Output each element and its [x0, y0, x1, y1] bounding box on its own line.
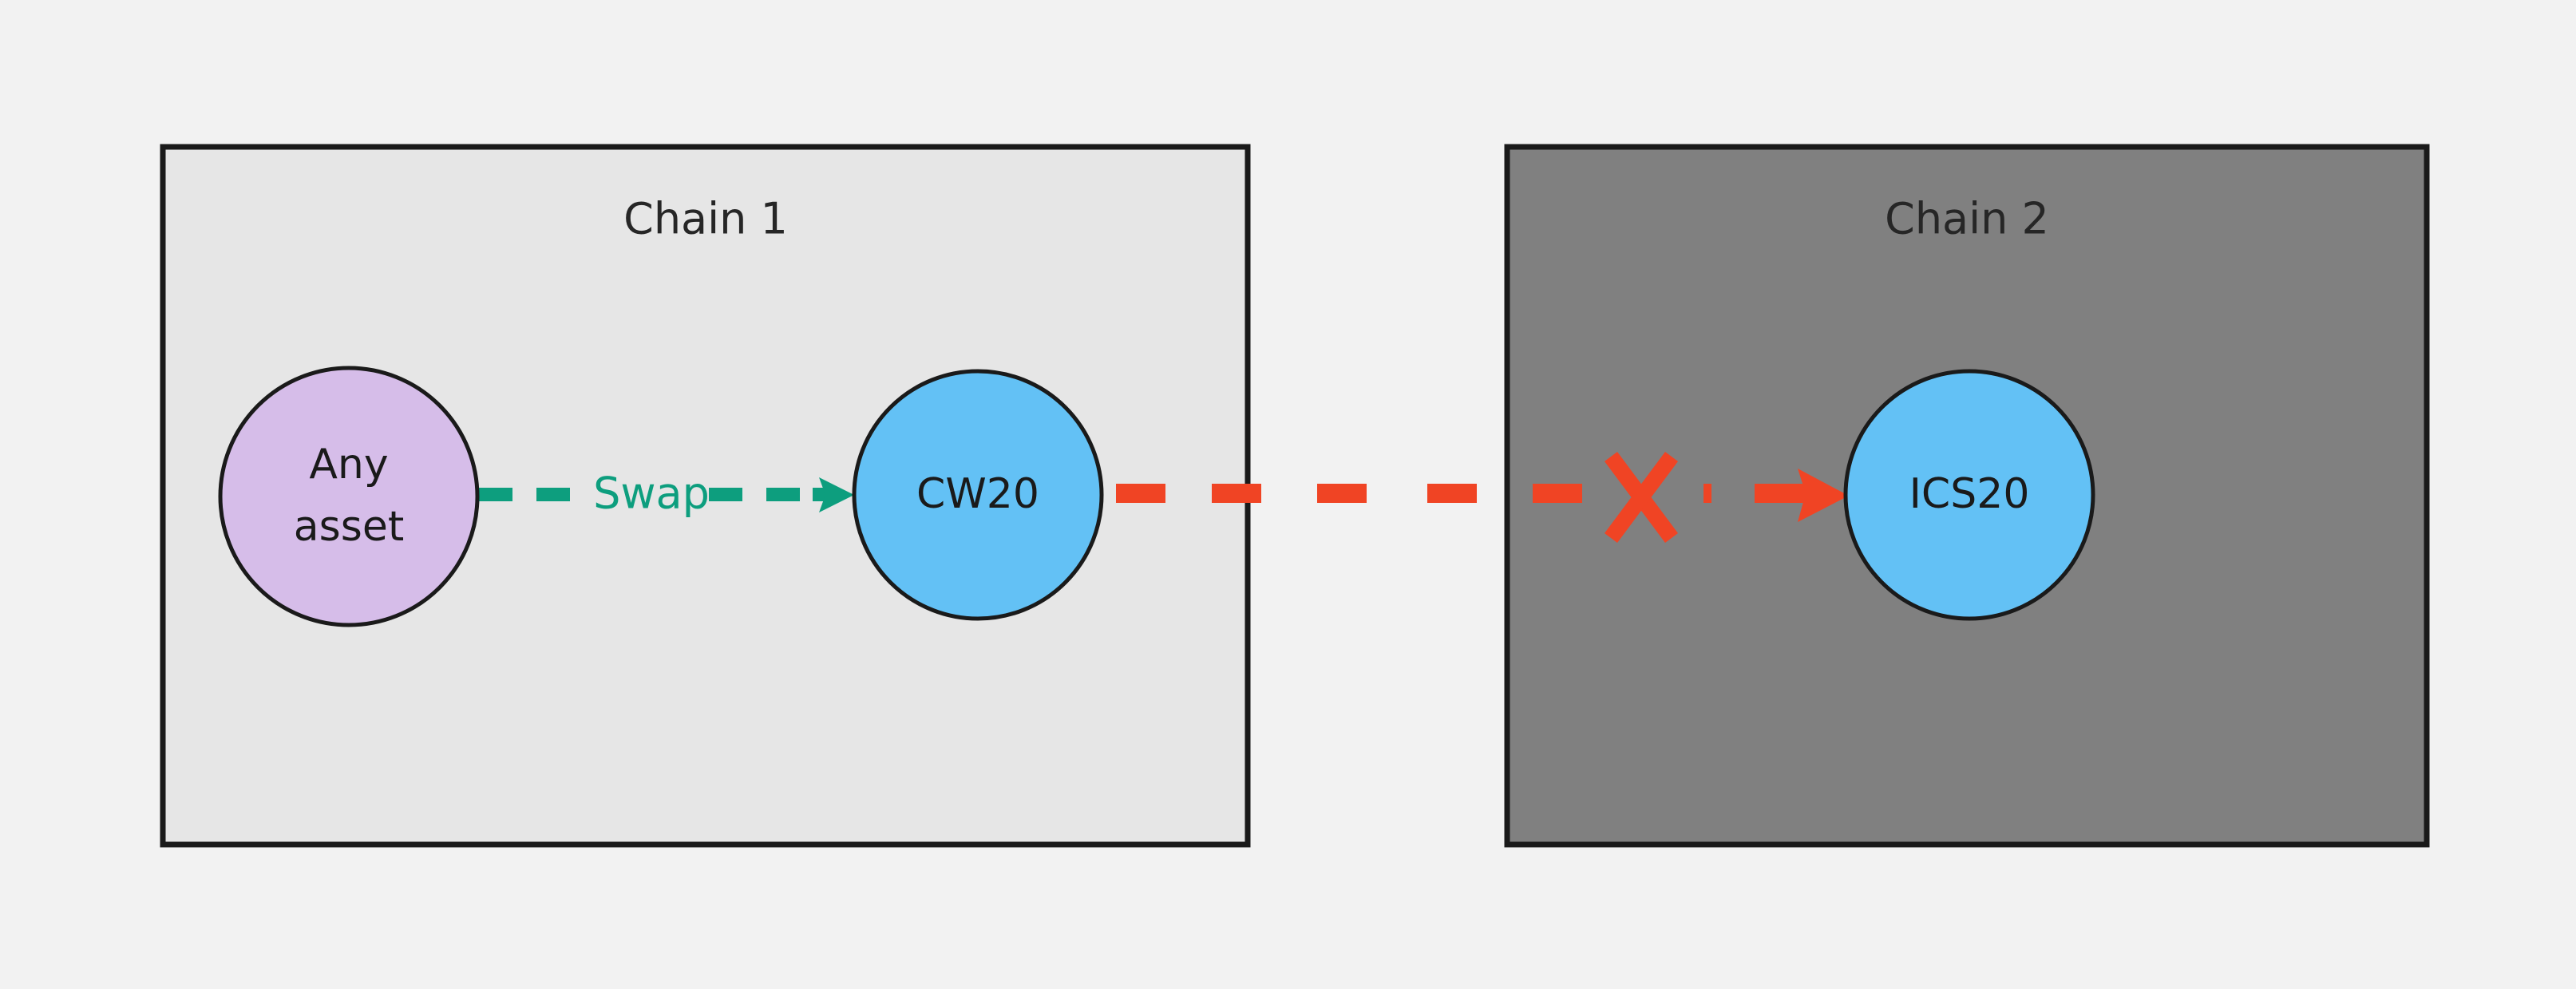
chain1-title: Chain 1	[623, 194, 788, 244]
swap-dash-2	[536, 488, 570, 501]
swap-edge[interactable]: Swap	[479, 469, 854, 519]
transfer-dash-2	[1212, 484, 1261, 503]
ics20-circle[interactable]	[1843, 369, 2095, 621]
arrow-right-icon	[819, 477, 854, 512]
node-cw20[interactable]: CW20	[852, 369, 1104, 621]
chain2-title: Chain 2	[1885, 194, 2049, 244]
any-asset-label-line2: asset	[294, 503, 404, 551]
transfer-dash-1	[1116, 484, 1165, 503]
ics20-label: ICS20	[1909, 470, 2030, 518]
transfer-arrow-shaft	[1755, 484, 1812, 503]
arrow-right-icon	[1798, 469, 1849, 522]
any-asset-circle[interactable]	[218, 366, 480, 627]
swap-dash-3	[709, 488, 742, 501]
node-ics20[interactable]: ICS20	[1843, 369, 2095, 621]
transfer-dash-3	[1317, 484, 1367, 503]
transfer-dash-6	[1703, 484, 1711, 503]
node-any-asset[interactable]: Any asset	[218, 366, 480, 627]
any-asset-label-line1: Any	[309, 441, 388, 489]
transfer-dash-4	[1427, 484, 1477, 503]
swap-dash-1	[479, 488, 512, 501]
x-cross-icon	[1604, 452, 1679, 543]
cw20-label: CW20	[916, 470, 1039, 518]
transfer-dash-5	[1533, 484, 1582, 503]
cw20-circle[interactable]	[852, 369, 1104, 621]
swap-edge-label: Swap	[593, 469, 710, 519]
transfer-edge-blocked[interactable]	[1116, 452, 1849, 543]
swap-dash-4	[766, 488, 800, 501]
